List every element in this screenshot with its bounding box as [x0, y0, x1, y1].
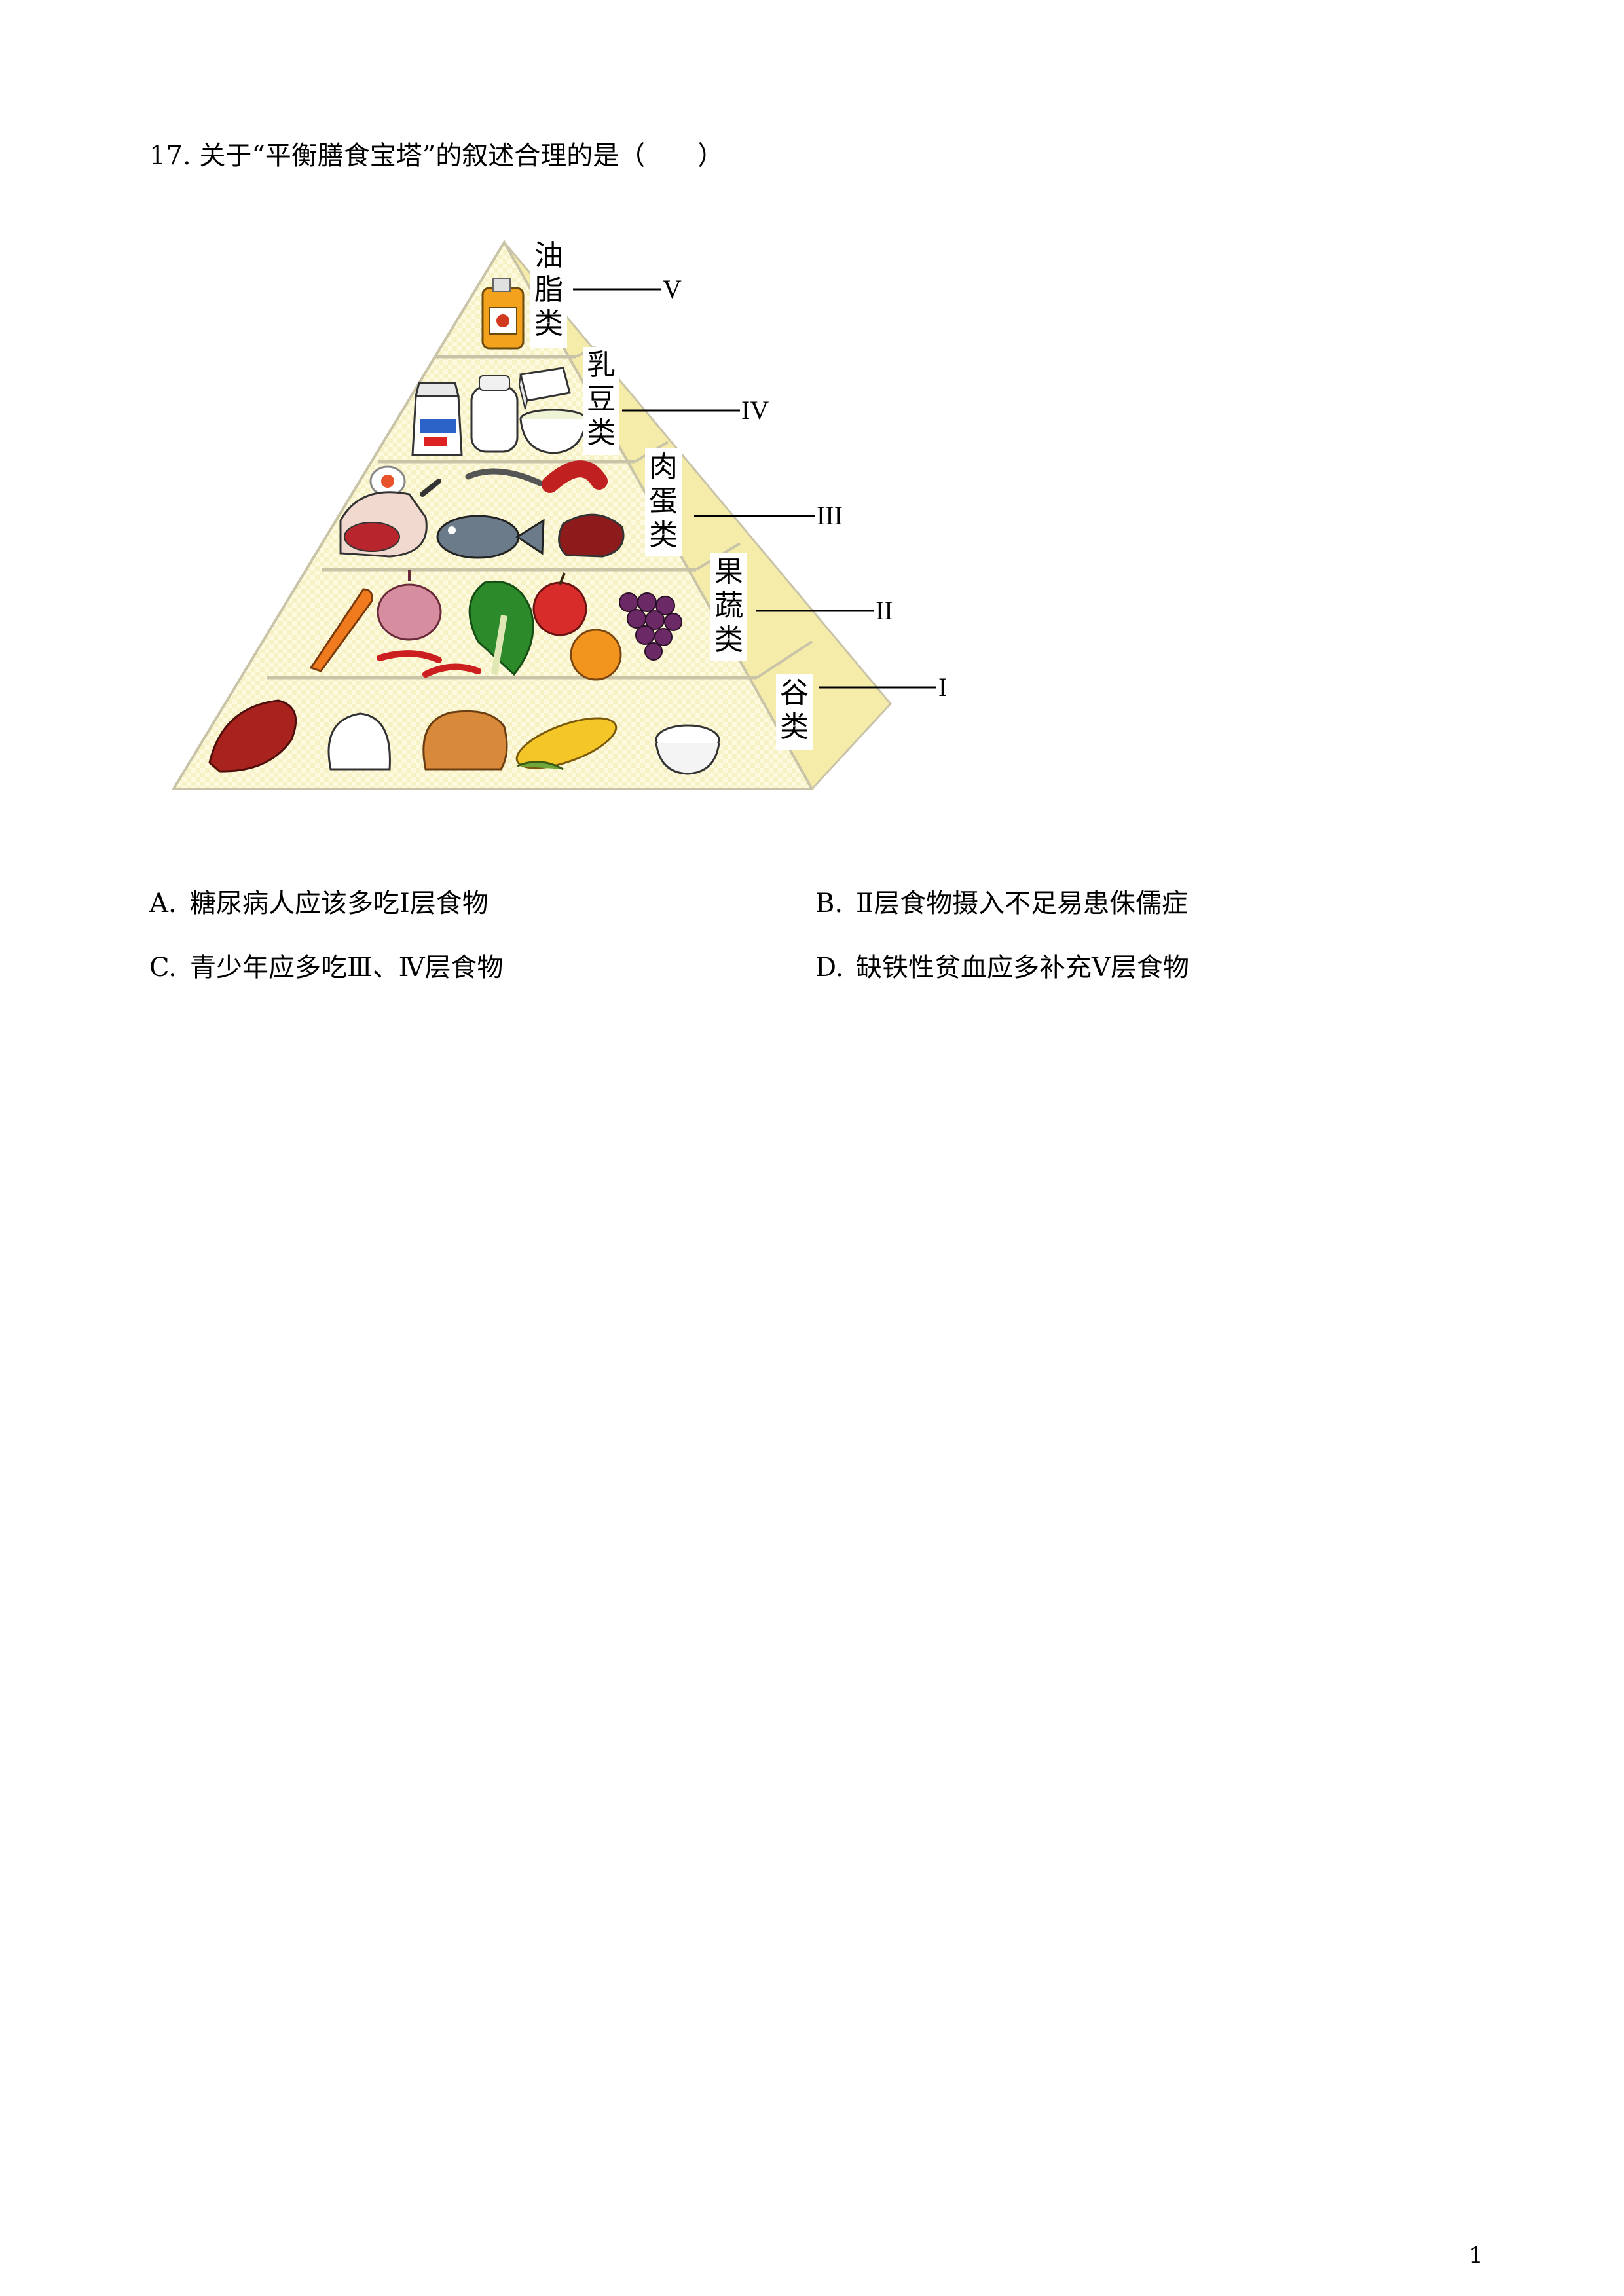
- level-ii-char-2: 蔬: [714, 589, 743, 623]
- ham-icon: [339, 479, 441, 558]
- steamed-bun-icon: [327, 712, 391, 771]
- level-iii-char-2: 蛋: [649, 484, 678, 518]
- level-i-label: 谷 类: [776, 674, 813, 750]
- option-b-text: Ⅱ层食物摄入不足易患侏儒症: [856, 888, 1189, 919]
- option-c[interactable]: C. 青少年应多吃Ⅲ、Ⅳ层食物: [149, 948, 504, 987]
- level-iii-char-1: 肉: [649, 450, 678, 484]
- sausage-icon: [542, 460, 608, 493]
- oil-bottle-icon: [481, 278, 525, 350]
- level-iv-char-1: 乳: [587, 348, 616, 382]
- carrot-icon: [309, 588, 373, 672]
- level-i-char-1: 谷: [780, 676, 809, 710]
- option-c-text: 青少年应多吃Ⅲ、Ⅳ层食物: [190, 953, 504, 983]
- level-ii-label: 果 蔬 类: [710, 553, 747, 661]
- milk-carton-icon: [411, 382, 463, 456]
- level-v-label: 油 脂 类: [530, 237, 567, 348]
- tofu-icon: [518, 367, 571, 410]
- level-dividers: [267, 355, 757, 680]
- level-iii-numeral: III: [817, 501, 843, 530]
- bok-choy-icon: [468, 580, 534, 676]
- sweet-potato-icon: [208, 699, 297, 773]
- rice-bowl-icon: [655, 724, 720, 775]
- question-number: 17.: [149, 141, 191, 171]
- grapes-icon: [619, 592, 682, 661]
- level-v-char-3: 类: [534, 307, 563, 340]
- question-text: 关于“平衡膳食宝塔”的叙述合理的是（ ）: [199, 141, 724, 171]
- chili-peppers-icon: [377, 650, 481, 678]
- level-i-numeral: I: [938, 672, 947, 702]
- level-iii-char-3: 类: [649, 519, 678, 552]
- page-number: 1: [1469, 2242, 1483, 2269]
- level-iv-char-2: 豆: [587, 382, 616, 416]
- fish-icon: [436, 515, 545, 559]
- corn-icon: [515, 717, 618, 771]
- option-b-letter: B.: [815, 888, 843, 919]
- level-iv-numeral: IV: [741, 395, 769, 425]
- level-v-numeral: V: [663, 274, 682, 304]
- level-i-char-2: 类: [780, 710, 809, 744]
- option-b[interactable]: B. Ⅱ层食物摄入不足易患侏儒症: [815, 884, 1188, 923]
- level-ii-char-1: 果: [714, 555, 743, 589]
- option-a-letter: A.: [149, 888, 177, 919]
- roman-numeral-leaders: [573, 288, 936, 689]
- orange-icon: [570, 629, 622, 681]
- bread-loaf-icon: [422, 710, 508, 771]
- level-ii-char-3: 类: [714, 623, 743, 657]
- level-ii-numeral: II: [876, 596, 893, 625]
- liver-meat-icon: [558, 513, 625, 558]
- question-stem: 17. 关于“平衡膳食宝塔”的叙述合理的是（ ）: [149, 136, 724, 175]
- level-v-char-2: 脂: [534, 273, 563, 306]
- option-d[interactable]: D. 缺铁性贫血应多补充Ⅴ层食物: [815, 948, 1189, 987]
- food-pyramid-figure: 油 脂 类 乳 豆 类 肉 蛋 类 果 蔬 类 谷 类 V IV III II …: [171, 237, 947, 791]
- level-iii-label: 肉 蛋 类: [645, 448, 682, 556]
- option-a-text: 糖尿病人应该多吃Ⅰ层食物: [190, 888, 489, 919]
- soy-milk-bowl-icon: [519, 409, 587, 454]
- option-a[interactable]: A. 糖尿病人应该多吃Ⅰ层食物: [149, 884, 489, 923]
- option-d-letter: D.: [815, 953, 844, 983]
- level-iv-char-3: 类: [587, 416, 616, 450]
- apple-icon: [532, 572, 587, 636]
- milk-bottle-icon: [470, 375, 519, 453]
- option-c-letter: C.: [149, 953, 177, 983]
- level-iv-label: 乳 豆 类: [583, 347, 619, 455]
- onion-icon: [377, 570, 442, 641]
- option-d-text: 缺铁性贫血应多补充Ⅴ层食物: [856, 953, 1189, 983]
- level-v-char-1: 油: [534, 239, 563, 272]
